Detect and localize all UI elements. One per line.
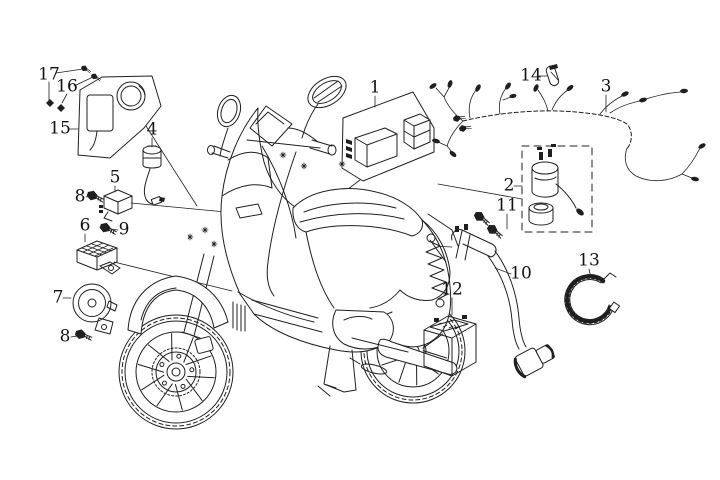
clamp-band (564, 272, 621, 326)
bolt-9-icon (99, 222, 117, 236)
callout-battery: 12 (441, 279, 463, 300)
callout-clamp-band: 13 (578, 250, 600, 271)
callout-wiring-harness: 3 (600, 76, 612, 97)
callout-rectifier: 6 (79, 215, 91, 236)
ignition-coil-icon (531, 144, 584, 216)
bolt-8-lower-icon (74, 329, 93, 341)
callout-horn: 7 (52, 287, 64, 308)
fuse (545, 64, 560, 87)
engine-and-stand (317, 233, 458, 397)
callout-bolt-rectifier: 9 (118, 219, 130, 240)
mirror-right-icon (307, 75, 347, 109)
mirror-stem-left (219, 127, 229, 157)
callout-cdi-and-relay-group: 1 (369, 77, 381, 98)
spark-plug-lead (451, 224, 555, 379)
nut-16-icon (57, 104, 65, 112)
harness-connectors (429, 80, 706, 182)
bolt-8-upper-icon (86, 190, 105, 203)
callout-spark-plug-lead: 10 (510, 263, 532, 284)
bolt-11a-icon (473, 212, 490, 226)
callout-coil-mount-bolts: 11 (496, 195, 518, 216)
callout-fuse: 14 (520, 65, 542, 86)
callout-ignition-switch: 4 (146, 119, 158, 140)
callout-instrument-panel: 15 (49, 118, 71, 139)
coil-grommet-icon (528, 202, 554, 226)
panel-screws (46, 65, 102, 112)
handlebar-and-mirrors (207, 75, 347, 159)
screw-16-icon (90, 73, 102, 82)
rectifier (76, 240, 121, 275)
screw-17-icon (80, 65, 92, 74)
relay-icon (403, 113, 431, 150)
gauge-icon (116, 81, 146, 111)
cdi-unit-icon (346, 127, 398, 168)
mirror-left-icon (216, 94, 242, 128)
callout-panel-screw-a: 17 (38, 64, 60, 85)
body-details (187, 105, 459, 333)
spark-plug-cap-icon (513, 344, 555, 379)
callout-ignition-coil-kit: 2 (503, 175, 515, 196)
front-fork-and-fender (127, 253, 246, 354)
ignition-switch (142, 145, 165, 206)
front-wheel (118, 314, 234, 430)
nut-17-icon (46, 99, 54, 107)
callout-bolt-lower: 8 (59, 326, 71, 347)
cdi-and-relay-group (341, 91, 472, 182)
callout-bolt-upper: 8 (74, 186, 86, 207)
horn (72, 283, 118, 335)
bolt-11b-icon (486, 225, 503, 239)
scooter (118, 75, 466, 430)
mirror-stem-right (301, 103, 319, 139)
starter-relay (99, 189, 133, 222)
mount-screw-icon (459, 125, 472, 132)
callout-panel-screw-b: 16 (56, 76, 78, 97)
instrument-panel-unit (77, 75, 162, 159)
ignition-coil-kit (521, 144, 593, 233)
battery (423, 315, 477, 377)
callout-starter-relay: 5 (109, 167, 121, 188)
wiring-harness (429, 80, 706, 182)
